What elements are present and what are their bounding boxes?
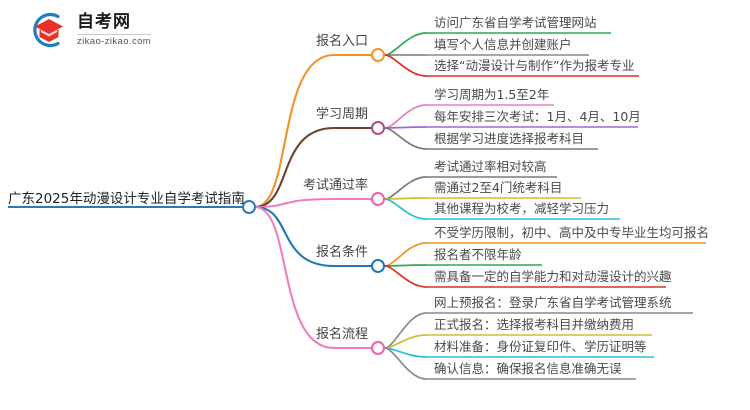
mindmap-connector (253, 197, 373, 209)
mindmap-connector (384, 32, 427, 56)
mindmap-connector (384, 126, 427, 129)
mindmap-connector (384, 54, 427, 77)
leaf-label-4-1[interactable]: 不受学历限制，初中、高中及中专毕业生均可报名 (434, 225, 710, 240)
leaf-label-5-2[interactable]: 正式报名：选择报考科目并缴纳费用 (434, 317, 635, 332)
leaf-label-4-3[interactable]: 需具备一定的自学能力和对动漫设计的兴趣 (434, 269, 672, 284)
branch-label-3[interactable]: 考试通过率 (303, 178, 369, 193)
leaf-label-5-4[interactable]: 确认信息：确保报名信息准确无误 (434, 361, 622, 376)
leaf-label-3-3[interactable]: 其他课程为校考，减轻学习压力 (434, 201, 610, 216)
leaf-label-3-2[interactable]: 需通过2至4门统考科目 (434, 180, 563, 195)
mindmap-connector (384, 312, 427, 349)
logo-url: zikao-zikao.com (77, 35, 152, 47)
root-node-label[interactable]: 广东2025年动漫设计专业自学考试指南 (8, 191, 245, 207)
leaf-label-5-1[interactable]: 网上预报名：登录广东省自学考试管理系统 (434, 295, 672, 310)
leaf-label-2-2[interactable]: 每年安排三次考试：1月、4月、10月 (434, 109, 641, 124)
mindmap-connector (384, 127, 427, 150)
leaf-label-1-2[interactable]: 填写个人信息并创建账户 (434, 37, 572, 52)
branch-label-1[interactable]: 报名入口 (316, 34, 369, 49)
logo-name-cn: 自考网 (77, 13, 152, 35)
leaf-label-1-1[interactable]: 访问广东省自学考试管理网站 (434, 15, 597, 30)
mindmap-connector (384, 265, 427, 288)
branch-label-2[interactable]: 学习周期 (316, 107, 369, 122)
site-logo: 自考网 zikao-zikao.com (28, 10, 152, 50)
mindmap-connector (384, 334, 427, 349)
graduation-cap-logo-icon (33, 12, 63, 48)
leaf-label-5-3[interactable]: 材料准备：身份证复印件、学历证明等 (434, 339, 647, 354)
leaf-label-4-2[interactable]: 报名者不限年龄 (434, 247, 522, 262)
mindmap-connector (253, 53, 373, 209)
mindmap-nodes (242, 48, 385, 355)
branch-label-4[interactable]: 报名条件 (316, 245, 369, 260)
mindmap-edges (8, 32, 706, 380)
leaf-label-3-1[interactable]: 考试通过率相对较高 (434, 159, 547, 174)
mindmap-connector (253, 205, 373, 350)
mindmap-connector (384, 104, 427, 129)
mindmap-connector (253, 205, 373, 268)
mindmap-connector (384, 198, 427, 220)
mindmap-connector (384, 347, 427, 380)
mindmap-connector (384, 176, 427, 200)
mindmap-connector (384, 242, 427, 267)
branch-label-5[interactable]: 报名流程 (316, 327, 369, 342)
mindmap-connector (384, 197, 427, 200)
leaf-label-2-1[interactable]: 学习周期为1.5至2年 (434, 87, 550, 102)
mindmap-connector (253, 126, 373, 209)
leaf-label-2-3[interactable]: 根据学习进度选择报考科目 (434, 131, 585, 146)
leaf-label-1-3[interactable]: 选择“动漫设计与制作”作为报考专业 (434, 58, 635, 73)
mindmap-connector (384, 264, 427, 267)
